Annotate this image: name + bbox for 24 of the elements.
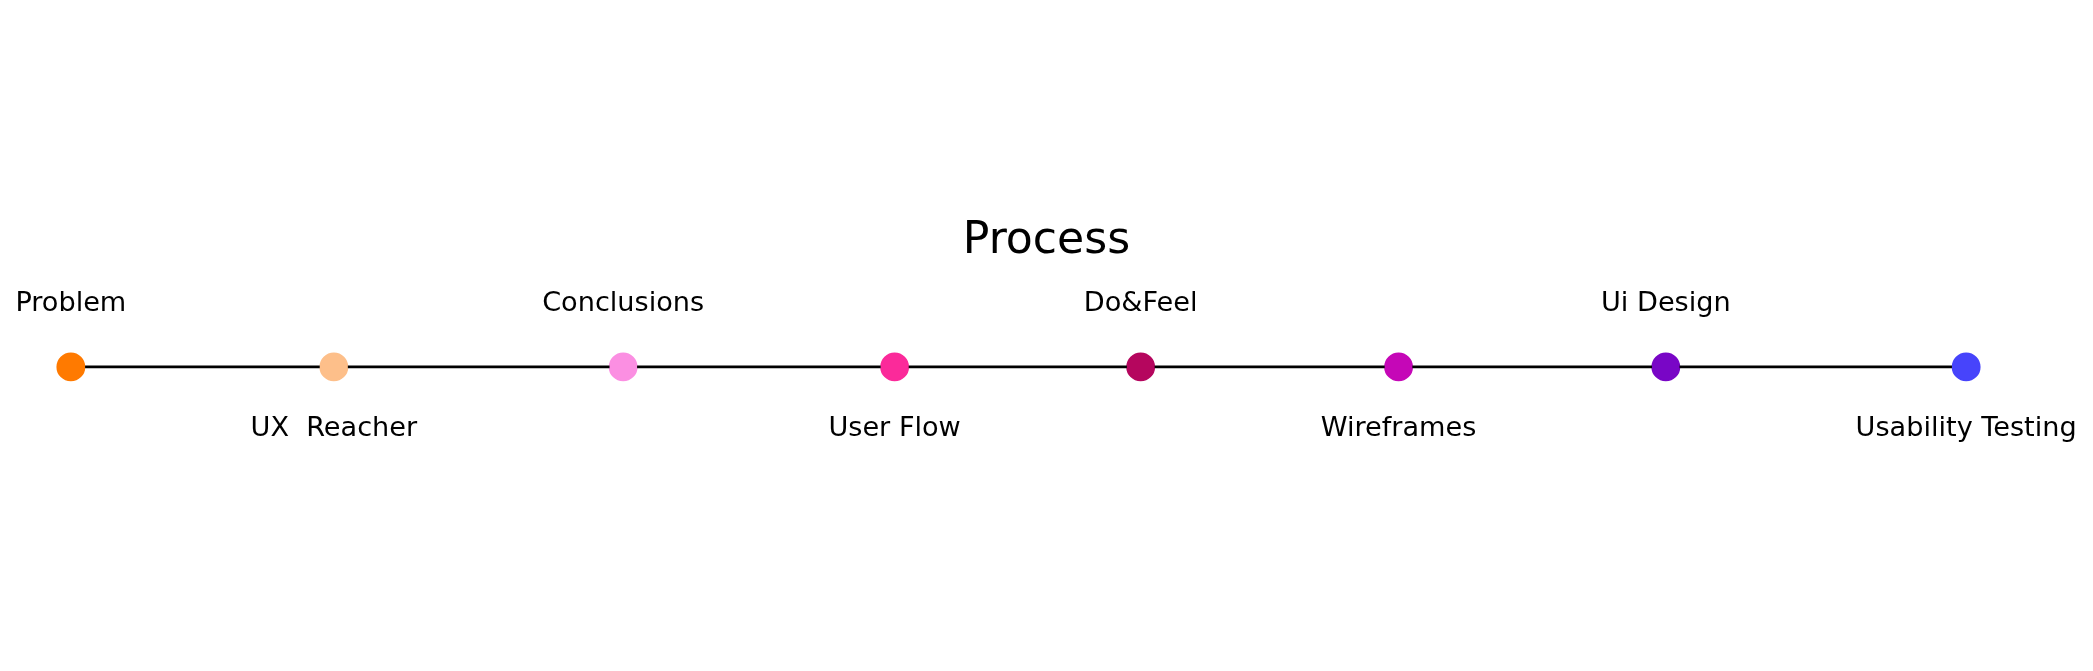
node-label: Conclusions [542,285,705,317]
node-circle [1384,352,1413,382]
node-label: User Flow [828,411,961,443]
connector [85,365,320,369]
connector [908,365,1127,369]
node-circle [56,352,86,382]
node-circle [608,352,638,382]
connector [1679,365,1952,369]
node-label: Usability Testing [1855,411,2077,443]
diagram-title: Process [962,211,1131,263]
node-circle [1651,352,1681,382]
node-circle [319,352,349,382]
node-label: Ui Design [1600,285,1731,317]
node-label: Wireframes [1320,411,1477,443]
node-label: UX Reacher [250,411,418,443]
node-label: Problem [15,285,127,317]
connector [1154,365,1385,369]
connector [347,365,610,369]
node-circle [1126,352,1156,382]
connector [637,365,881,369]
node-label: Do&Feel [1083,285,1198,317]
node-circle [1951,352,1981,382]
node-circle [880,352,910,382]
connector [1412,365,1653,369]
